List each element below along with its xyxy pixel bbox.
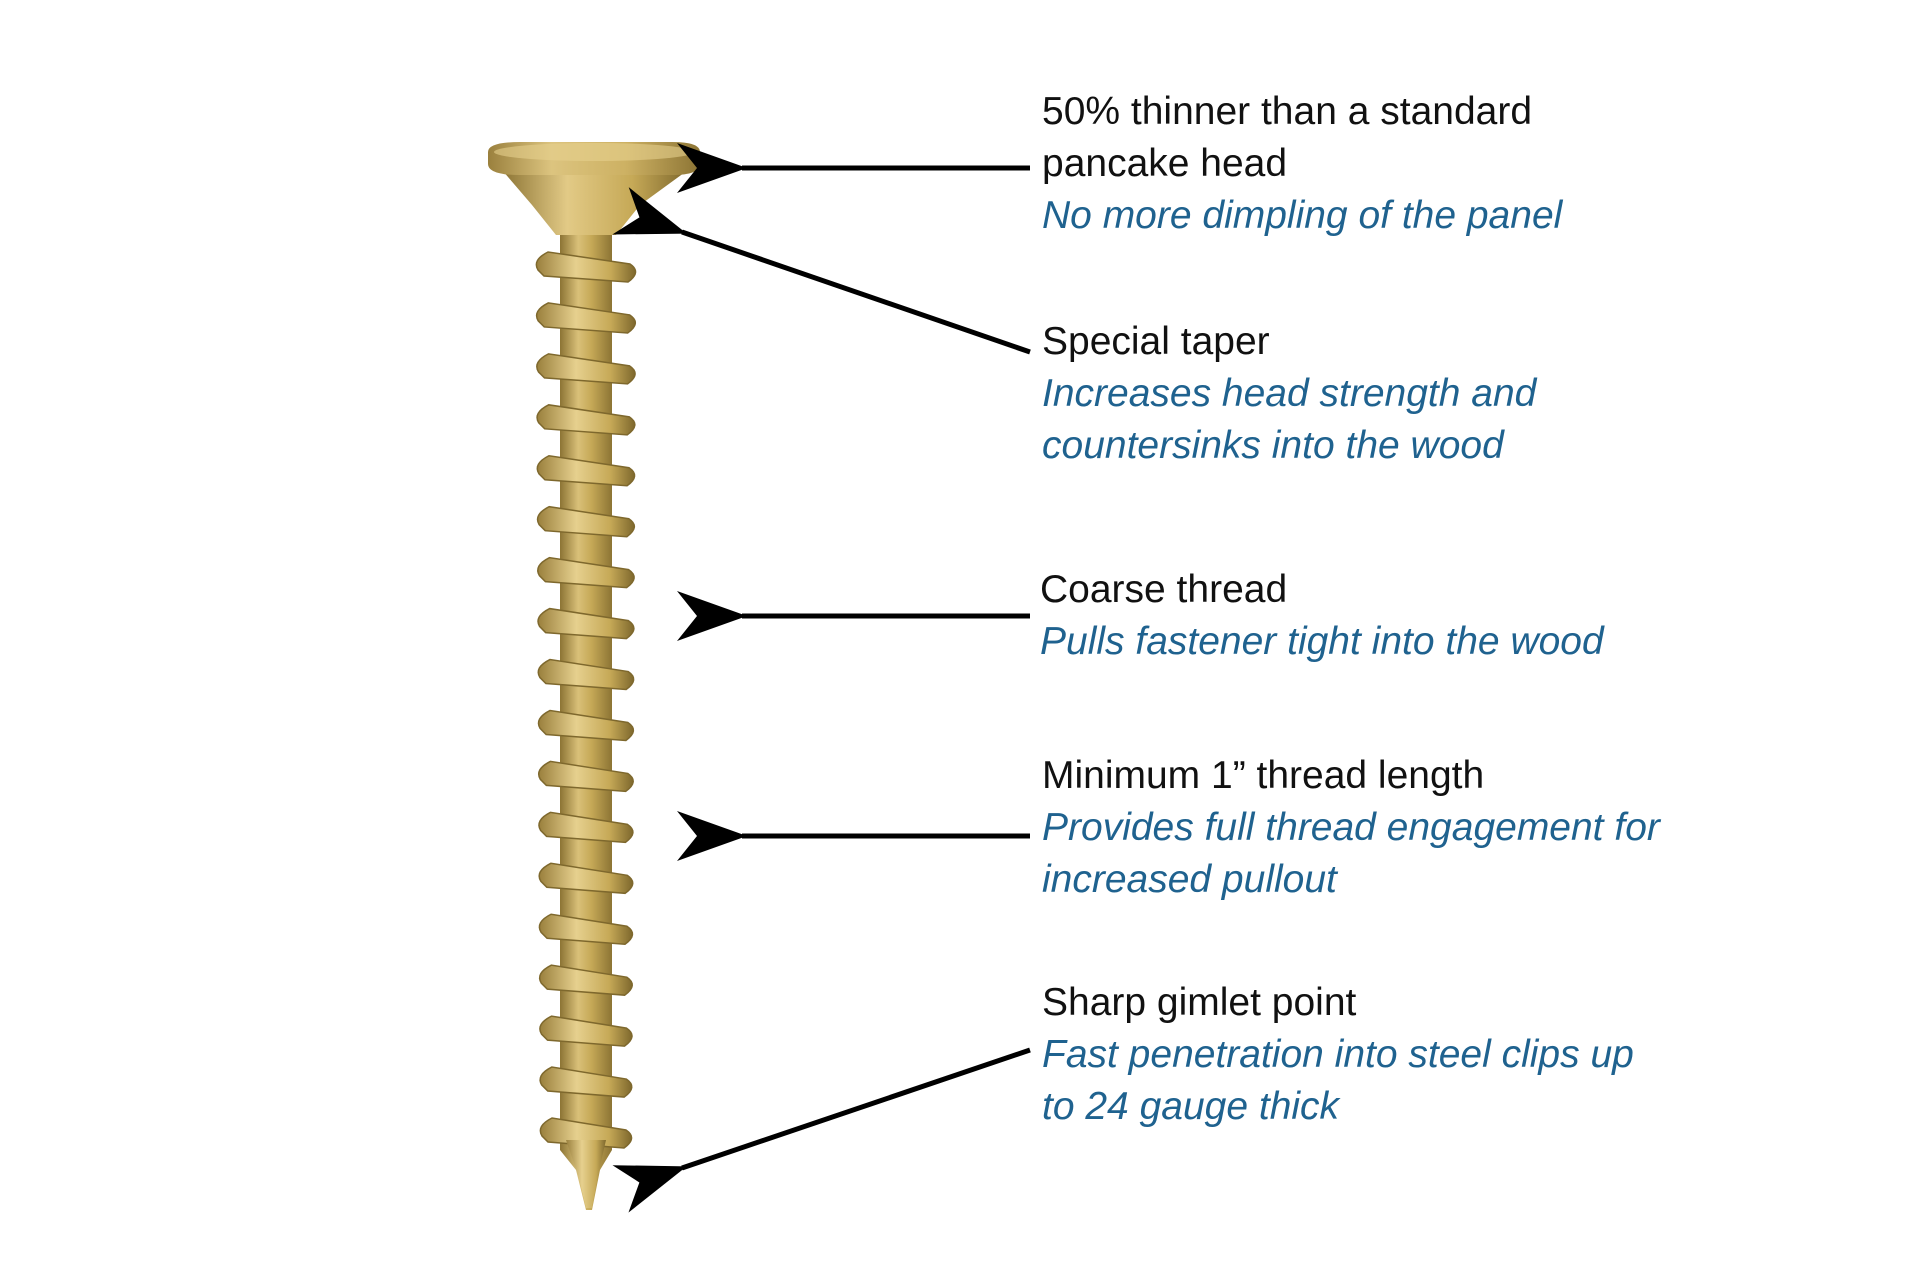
special-taper <box>502 170 688 235</box>
callout-title: 50% thinner than a standard <box>1042 90 1533 133</box>
callout-title: Sharp gimlet point <box>1042 981 1357 1024</box>
callout-title: Coarse thread <box>1040 568 1288 611</box>
callout-description: countersinks into the wood <box>1042 424 1504 467</box>
callout-arrows <box>612 143 1031 1213</box>
callout-arrow-icon <box>612 1047 1031 1213</box>
thread-crest <box>539 1066 633 1098</box>
callout-description: No more dimpling of the panel <box>1042 194 1563 237</box>
callout-title: Minimum 1” thread length <box>1042 754 1485 797</box>
thread-crest <box>537 760 634 793</box>
thread-crest <box>536 454 636 487</box>
thread-crest <box>535 251 637 283</box>
thread-crest <box>536 353 636 385</box>
callout-coarse-thread: Coarse thread Pulls fastener tight into … <box>1040 564 1604 668</box>
callout-arrow-icon <box>612 187 1031 355</box>
wood-screw-illustration <box>488 142 700 1210</box>
thread-crest <box>538 811 634 844</box>
callout-gimlet-point: Sharp gimlet point Fast penetration into… <box>1042 977 1634 1133</box>
pancake-head-top <box>494 143 694 161</box>
callout-description: increased pullout <box>1042 858 1337 901</box>
callout-description: Increases head strength and <box>1042 372 1537 415</box>
callout-description: Provides full thread engagement for <box>1042 806 1660 849</box>
thread-crest <box>536 505 636 538</box>
thread-crest <box>537 556 635 589</box>
thread-crest <box>537 709 635 742</box>
gimlet-point <box>566 1140 606 1208</box>
thread-crest <box>536 404 636 436</box>
callout-title: Special taper <box>1042 320 1270 363</box>
thread-crest <box>537 658 635 691</box>
screw-shank <box>560 205 612 1210</box>
callout-special-taper: Special taper Increases head strength an… <box>1042 316 1536 472</box>
thread-crest <box>539 1117 633 1149</box>
thread-crest <box>538 913 634 946</box>
thread-crest <box>538 862 634 895</box>
callout-thin-head: 50% thinner than a standard pancake head… <box>1042 86 1562 242</box>
screw-threads <box>535 251 637 1149</box>
callout-description: Pulls fastener tight into the wood <box>1040 620 1604 663</box>
callout-title: pancake head <box>1042 142 1288 185</box>
thread-crest <box>535 302 637 334</box>
callout-description: Fast penetration into steel clips up <box>1042 1033 1634 1076</box>
callout-thread-length: Minimum 1” thread length Provides full t… <box>1042 750 1660 906</box>
thread-crest <box>537 607 635 640</box>
thread-crest <box>539 1015 633 1047</box>
thread-crest <box>538 964 633 996</box>
callout-description: to 24 gauge thick <box>1042 1085 1340 1128</box>
